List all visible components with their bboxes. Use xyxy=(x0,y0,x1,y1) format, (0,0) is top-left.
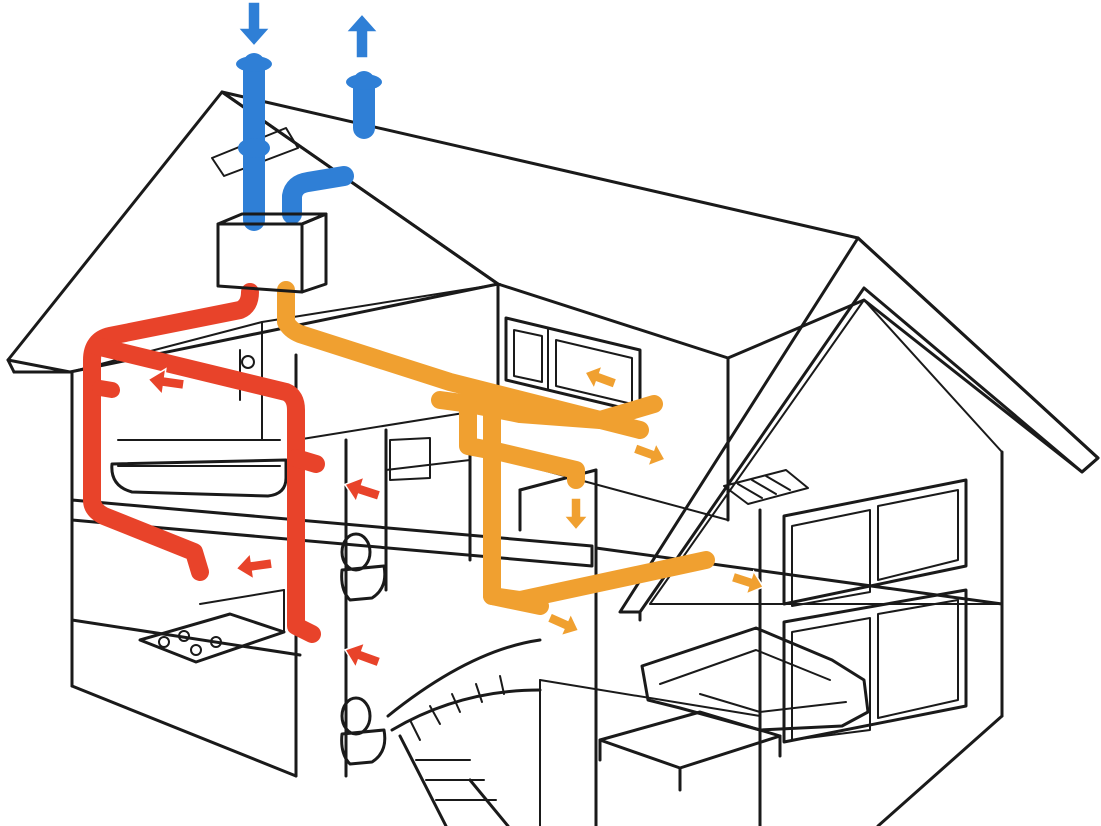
exhaust-arrow-up xyxy=(344,12,380,59)
supply-arrow-hall-down xyxy=(562,497,590,532)
stove-icon xyxy=(138,589,286,664)
right-gable xyxy=(618,236,1100,614)
fresh-air-intake xyxy=(236,53,272,231)
intake-arrow-down xyxy=(236,1,272,48)
supply-arrow-living-right xyxy=(730,569,765,596)
toilet-icon xyxy=(340,696,387,766)
window-icon xyxy=(782,588,968,744)
supply-ducts xyxy=(277,281,715,615)
intake-cap xyxy=(236,56,272,72)
exhaust-outlet xyxy=(282,71,382,224)
supply-arrow-bedroom-left xyxy=(583,364,618,391)
bathtub-icon xyxy=(110,439,288,498)
extract-arrow-wc-lower xyxy=(343,641,382,670)
extract-arrow-wc-upper xyxy=(343,475,382,504)
radiator-icon xyxy=(723,469,809,505)
extract-ducts xyxy=(83,283,325,643)
sofa-icon xyxy=(640,626,870,732)
staircase-icon xyxy=(386,638,542,826)
toilet-icon xyxy=(340,532,387,602)
flow-arrows xyxy=(146,1,765,670)
intake-joint xyxy=(238,138,270,158)
supply-arrow-living-lower xyxy=(546,611,580,637)
floor-slab xyxy=(70,498,594,568)
window-icon xyxy=(782,478,968,607)
window-icon xyxy=(389,437,431,481)
exhaust-cap xyxy=(346,74,382,90)
roof-main xyxy=(220,90,1100,474)
extract-arrow-bathroom xyxy=(146,367,186,397)
extract-arrow-kitchen xyxy=(234,551,274,581)
supply-arrow-bedroom-right xyxy=(632,441,667,468)
ventilation-unit-icon xyxy=(216,212,328,294)
